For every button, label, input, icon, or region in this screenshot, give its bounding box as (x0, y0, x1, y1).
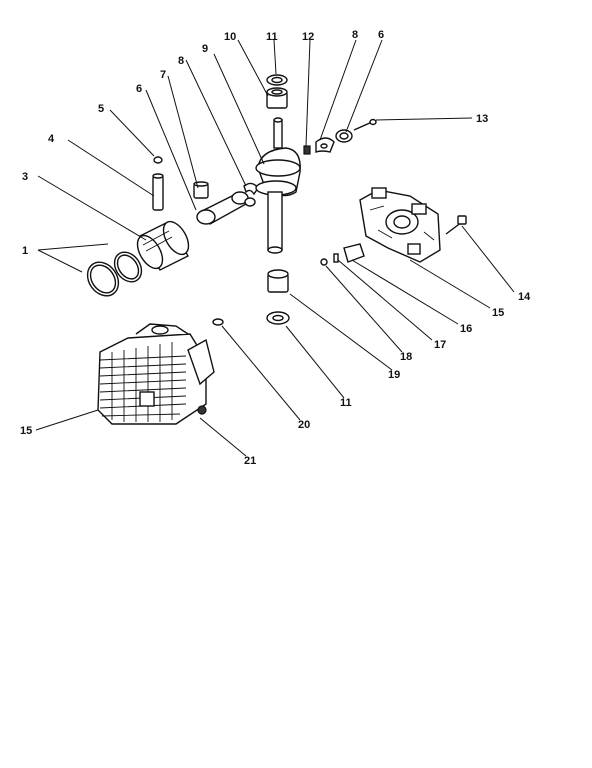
callout-15-right: 15 (492, 307, 504, 319)
crank-key (303, 145, 311, 155)
callout-11-bottom: 11 (340, 397, 352, 409)
callout-20: 20 (298, 419, 310, 431)
dowel-pin (333, 253, 339, 263)
callout-13: 13 (476, 113, 488, 125)
bushing (193, 181, 209, 199)
leader-lines (35, 39, 515, 457)
lock-washer (335, 129, 353, 143)
callout-3: 3 (22, 171, 28, 183)
callout-14: 14 (518, 291, 531, 303)
callout-9: 9 (202, 43, 208, 55)
retainer-clip (153, 156, 163, 164)
lower-bearing (267, 269, 289, 293)
lower-oil-seal (266, 311, 290, 325)
gasket (343, 243, 365, 263)
piston (136, 220, 190, 271)
crankcase-cover (359, 187, 441, 263)
plug (212, 318, 224, 326)
callout-11-top: 11 (266, 31, 278, 43)
callout-19: 19 (388, 369, 400, 381)
callout-8-right: 8 (352, 29, 358, 41)
callout-6-right: 6 (378, 29, 384, 41)
callout-6-left: 6 (136, 83, 142, 95)
crankshaft (255, 117, 301, 254)
cylinder-block (97, 323, 215, 425)
callout-10: 10 (224, 31, 236, 43)
callout-numbers: 1 3 4 5 6 7 8 9 10 11 12 8 6 13 14 15 16… (20, 29, 531, 467)
cover-bolt (445, 215, 467, 235)
callout-1: 1 (22, 245, 28, 257)
callout-18: 18 (400, 351, 412, 363)
piston-pin (152, 173, 164, 211)
callout-15-left: 15 (20, 425, 32, 437)
lock-plate (315, 137, 335, 153)
rod-clip (243, 182, 259, 196)
connecting-rod (196, 191, 256, 225)
callout-16: 16 (460, 323, 472, 335)
callout-7: 7 (160, 69, 166, 81)
callout-4: 4 (48, 133, 55, 145)
breather-fitting (320, 258, 328, 266)
upper-bearing (266, 87, 288, 109)
callout-17: 17 (434, 339, 446, 351)
callout-8-left: 8 (178, 55, 184, 67)
drain-fitting (197, 405, 207, 415)
screw (353, 118, 377, 131)
callout-21: 21 (244, 455, 256, 467)
callout-12: 12 (302, 31, 314, 43)
upper-oil-seal (266, 74, 288, 86)
piston-rings (86, 251, 143, 297)
callout-5: 5 (98, 103, 104, 115)
